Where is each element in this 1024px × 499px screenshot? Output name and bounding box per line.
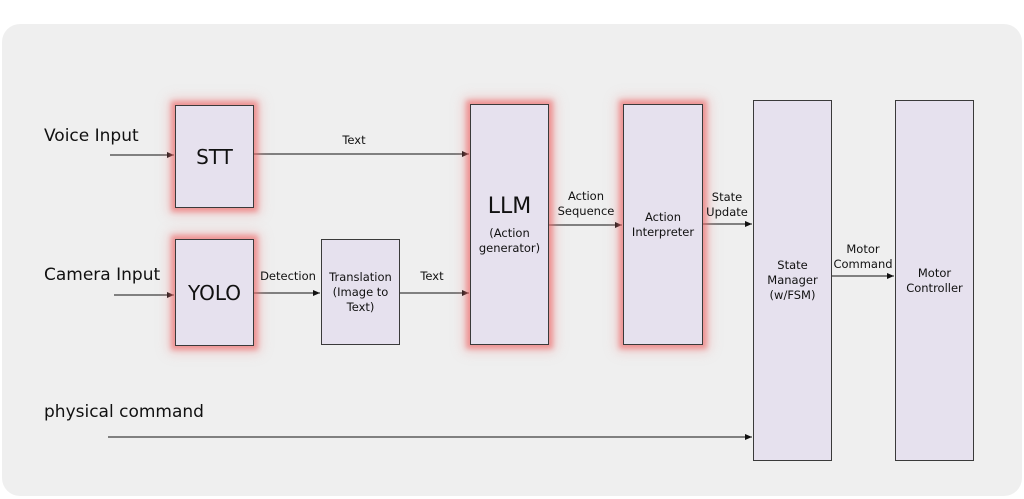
interpreter-line-1: Action	[644, 209, 682, 224]
state-manager-box: State Manager (w/FSM)	[753, 100, 832, 461]
yolo-box: YOLO	[175, 239, 254, 346]
state-to-motor-label: Motor Command	[830, 242, 896, 272]
translation-box: Translation (Image to Text)	[321, 239, 400, 345]
llm-to-interpreter-label-2: Sequence	[557, 204, 615, 218]
state-to-motor-label-1: Motor	[846, 242, 880, 256]
translation-line-2: (Image to	[332, 284, 389, 299]
voice-input-label: Voice Input	[44, 126, 139, 146]
motor-controller-box: Motor Controller	[895, 100, 974, 461]
camera-input-label: Camera Input	[44, 265, 161, 285]
state-manager-line-3: (w/FSM)	[769, 288, 816, 302]
motor-controller-line-1: Motor	[917, 265, 952, 280]
llm-subtitle-1: (Action	[489, 225, 530, 240]
physical-command-label: physical command	[44, 402, 204, 422]
interpreter-to-state-label-2: Update	[706, 205, 748, 219]
translation-line-1: Translation	[329, 269, 392, 284]
interpreter-line-2: Interpreter	[631, 224, 695, 239]
stt-box: STT	[175, 105, 254, 208]
llm-subtitle-2: generator)	[478, 240, 541, 255]
llm-to-interpreter-label-1: Action	[567, 189, 605, 203]
yolo-label: YOLO	[187, 280, 242, 305]
state-manager-line-1: State	[777, 258, 808, 272]
state-manager-line-2: Manager	[767, 273, 818, 287]
translation-line-3: Text)	[346, 299, 375, 314]
yolo-to-translation-label: Detection	[260, 269, 316, 283]
stt-label: STT	[196, 144, 233, 169]
llm-title: LLM	[487, 193, 532, 219]
interpreter-to-state-label-1: State	[711, 190, 743, 204]
action-interpreter-box: Action Interpreter	[623, 104, 703, 345]
translation-to-llm-label: Text	[420, 269, 444, 283]
interpreter-to-state-label: State Update	[701, 190, 753, 220]
motor-controller-line-2: Controller	[906, 280, 963, 295]
stt-to-llm-label: Text	[342, 133, 366, 147]
state-to-motor-label-2: Command	[833, 257, 893, 271]
llm-box: LLM (Action generator)	[470, 104, 549, 345]
llm-to-interpreter-label: Action Sequence	[551, 189, 621, 219]
